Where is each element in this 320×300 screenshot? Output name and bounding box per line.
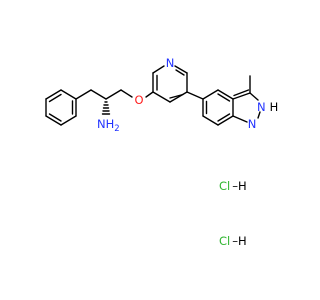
indazole-nh-n: N <box>257 100 266 114</box>
bond <box>186 91 204 100</box>
pyridine-nitrogen-label: N <box>166 56 175 70</box>
double-bond-inner <box>48 93 62 103</box>
double-bond-inner <box>48 113 62 122</box>
bond <box>120 89 133 98</box>
bond <box>60 115 77 126</box>
bond <box>45 89 62 100</box>
bond <box>145 91 154 98</box>
double-bond-outer <box>233 89 250 97</box>
double-bond-inner <box>169 93 184 99</box>
bond <box>174 65 188 74</box>
pyrazole-ring <box>232 75 261 123</box>
bond <box>257 111 261 119</box>
bond <box>45 115 62 126</box>
phenyl-ring <box>45 89 77 126</box>
bond <box>232 92 251 100</box>
bond <box>105 89 122 100</box>
bond <box>152 91 171 103</box>
double-bond-inner <box>217 93 231 102</box>
ether-oxygen-label: O <box>134 93 143 107</box>
hcl-salt-2: Cl–H <box>219 234 247 248</box>
double-bond-inner <box>217 113 231 122</box>
double-bond-inner <box>175 69 185 76</box>
indazole-nh-h: H <box>270 100 279 114</box>
amine-label: NH2 <box>97 117 120 134</box>
hydrogen-label: H <box>238 234 247 248</box>
amine-nh-text: NH <box>97 117 114 131</box>
bond <box>152 65 165 74</box>
amine-subscript: 2 <box>114 124 119 134</box>
salt-dash: – <box>232 234 238 248</box>
bond <box>60 89 77 100</box>
chlorine-label: Cl <box>219 234 230 248</box>
hashed-wedge-bond <box>101 101 111 115</box>
bond <box>90 89 107 100</box>
bond <box>202 115 219 126</box>
bond <box>217 89 234 100</box>
bond <box>169 91 188 103</box>
side-chain <box>75 89 133 115</box>
chlorine-label: Cl <box>219 179 230 193</box>
indazole-benzene-ring <box>202 89 234 126</box>
indazole-n-label: N <box>248 117 257 131</box>
bond <box>202 89 219 100</box>
hydrogen-label: H <box>238 179 247 193</box>
bond <box>249 92 259 101</box>
pyridine-ring <box>152 65 188 103</box>
bond <box>232 115 248 123</box>
bond <box>75 89 92 100</box>
hcl-salt-1: Cl–H <box>219 179 247 193</box>
bond <box>217 115 234 126</box>
salt-dash: – <box>232 179 238 193</box>
